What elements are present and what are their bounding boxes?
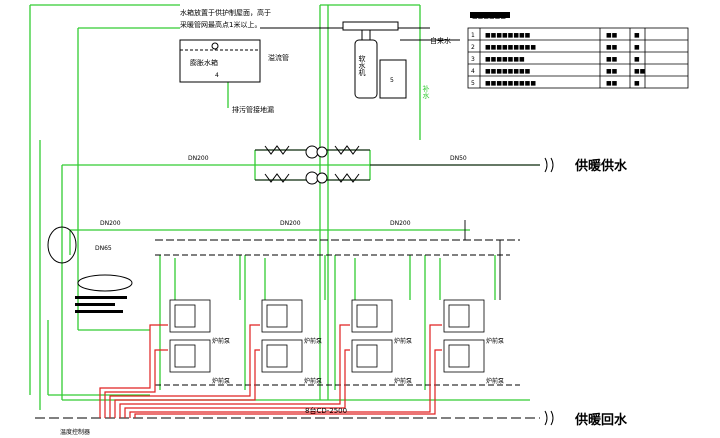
legend-row-qty: ■	[634, 56, 640, 63]
note-text-2: 采暖管网最高点1米以上。	[180, 20, 261, 29]
legend-row-no: 5	[471, 80, 475, 87]
overflow-label: 溢流管	[268, 53, 289, 62]
boiler-caption-8: 炉前泵	[486, 377, 504, 385]
boiler-caption-2: 炉前泵	[212, 377, 230, 385]
legend-row-qty: ■	[634, 32, 640, 39]
note-bar-3	[75, 310, 123, 313]
expansion-tank	[179, 39, 261, 83]
legend-row-no: 3	[471, 56, 475, 63]
makeup-label: 补水	[422, 84, 430, 99]
legend-row-qty: ■	[634, 44, 640, 51]
pipe-size-cross3: DN200	[390, 220, 411, 227]
legend-row-spec: ■■	[606, 56, 618, 63]
legend-row-spec: ■■	[606, 32, 618, 39]
note-bar-1	[75, 296, 127, 299]
expansion-tank-number: 4	[215, 72, 219, 79]
boiler-caption-6: 炉前泵	[394, 377, 412, 385]
supply-label: 供暖供水	[574, 158, 628, 174]
pipe-size-branch: DN65	[95, 245, 112, 252]
green-pipes	[29, 4, 540, 410]
legend-row-name: ■■■■■■■■■	[485, 80, 536, 87]
drain-label: 排污管接地漏	[232, 105, 274, 114]
legend-title: ■■■■■■	[472, 13, 506, 20]
controller-label: 温度控制器	[60, 428, 90, 436]
city-water-label: 自来水	[430, 36, 451, 45]
pump-group	[264, 145, 360, 185]
expansion-tank-label: 膨胀水箱	[190, 58, 218, 67]
legend-row-no: 1	[471, 32, 475, 39]
softener-label: 软水机	[358, 54, 366, 77]
pipe-size-cross2: DN200	[280, 220, 301, 227]
return-label: 供暖回水	[574, 412, 628, 428]
legend-row-qty: ■	[634, 80, 640, 87]
break-marks	[544, 157, 554, 426]
water-softener	[342, 21, 407, 99]
pipe-size-short: DN50	[450, 155, 467, 162]
legend-row-name: ■■■■■■■■■	[485, 44, 536, 51]
legend-row-spec: ■■	[606, 68, 618, 75]
boiler-caption-3: 炉前泵	[304, 337, 322, 345]
legend-row-name: ■■■■■■■■	[485, 68, 531, 75]
boiler-caption-4: 炉前泵	[304, 377, 322, 385]
legend-row-spec: ■■	[606, 44, 618, 51]
legend-row-no: 2	[471, 44, 475, 51]
note-text-1: 水箱放置于供护制屋面，高于	[180, 8, 271, 17]
boiler-caption-5: 炉前泵	[394, 337, 412, 345]
legend-row-qty: ■■	[634, 68, 646, 75]
legend-row-spec: ■■	[606, 80, 618, 87]
note-bar-2	[75, 303, 115, 306]
boiler-group-label: 8台CD-2500	[305, 406, 347, 415]
pipe-size-cross1: DN200	[100, 220, 121, 227]
controller-ellipse	[77, 274, 133, 292]
detail-circle	[47, 226, 77, 264]
legend-title-bar	[470, 12, 510, 18]
legend-table	[467, 27, 689, 89]
legend-row-no: 4	[471, 68, 475, 75]
legend-row-name: ■■■■■■■	[485, 56, 525, 63]
control-wires	[99, 324, 442, 418]
legend-row-name: ■■■■■■■■	[485, 32, 531, 39]
boiler-caption-7: 炉前泵	[486, 337, 504, 345]
pipe-size-main: DN200	[188, 155, 209, 162]
salt-tank-label: 5	[390, 77, 394, 84]
boiler-array	[169, 299, 485, 373]
boiler-caption-1: 炉前泵	[212, 337, 230, 345]
